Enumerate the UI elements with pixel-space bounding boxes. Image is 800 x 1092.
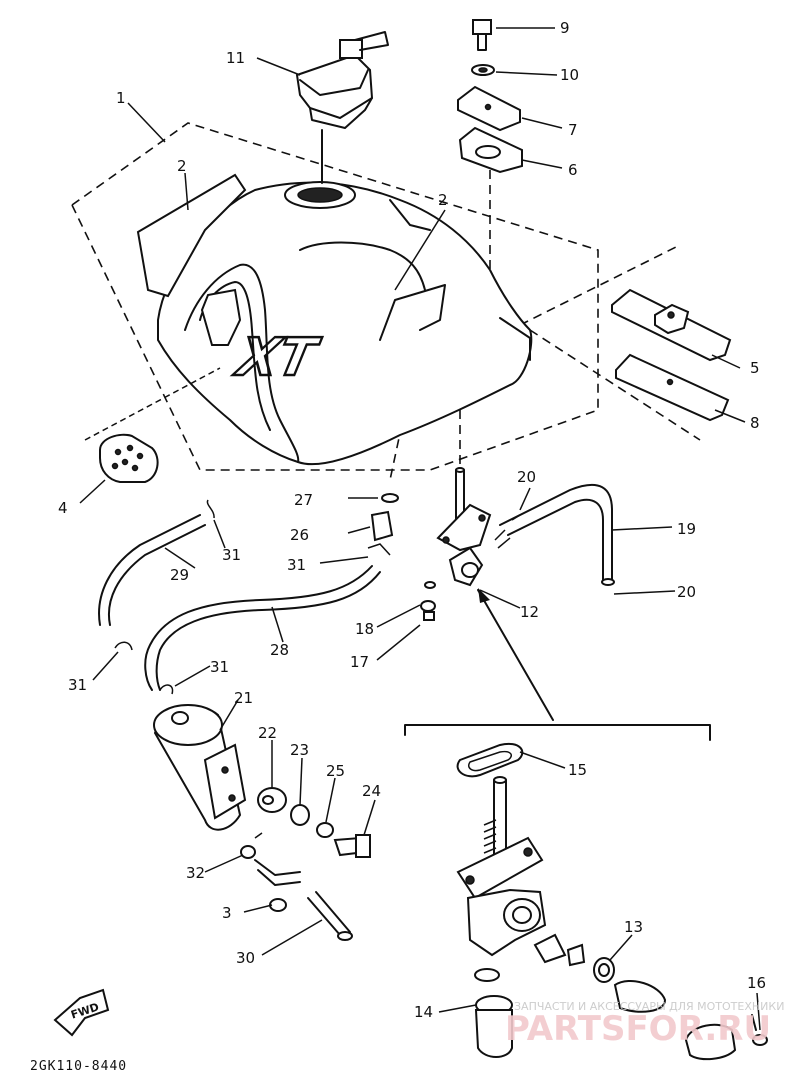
forward-direction-indicator: FWD <box>53 988 110 1037</box>
watermark: ЗАПЧАСТИ И АКСЕССУАРЫ ДЛЯ МОТОТЕХНИКИ PA… <box>505 1000 784 1049</box>
part-number-28: 28 <box>270 641 289 659</box>
diagram-code: 2GK110-8440 <box>30 1059 127 1074</box>
tank-logo: XT <box>230 328 325 388</box>
part-number-15: 15 <box>568 761 587 779</box>
fuel-cock-detail <box>456 742 768 1061</box>
part-number-4: 4 <box>58 499 68 517</box>
part-number-3: 3 <box>222 904 232 922</box>
rear-mount-hardware <box>457 19 523 174</box>
part-number-32: 32 <box>186 864 205 882</box>
part-number-13: 13 <box>624 918 643 936</box>
tank-cushion <box>84 367 221 483</box>
part-number-21: 21 <box>234 689 253 707</box>
part-number-2-right: 2 <box>438 191 448 209</box>
detail-frame <box>404 724 711 741</box>
part-number-24: 24 <box>362 782 381 800</box>
fuel-cock-small <box>370 467 521 621</box>
part-number-31-c: 31 <box>68 676 87 694</box>
part-number-5: 5 <box>750 359 760 377</box>
part-number-26: 26 <box>290 526 309 544</box>
fuel-tank: XT <box>157 181 533 466</box>
part-number-29: 29 <box>170 566 189 584</box>
part-number-6: 6 <box>568 161 578 179</box>
part-number-12: 12 <box>520 603 539 621</box>
part-number-8: 8 <box>750 414 760 432</box>
part-number-19: 19 <box>677 520 696 538</box>
part-number-11: 11 <box>226 49 245 67</box>
detail-arrowhead <box>478 588 490 603</box>
part-number-2-left: 2 <box>177 157 187 175</box>
part-number-7: 7 <box>568 121 578 139</box>
tank-brackets <box>611 288 732 422</box>
watermark-caption: ЗАПЧАСТИ И АКСЕССУАРЫ ДЛЯ МОТОТЕХНИКИ <box>514 1000 784 1013</box>
watermark-brand: PARTSFOR.RU <box>505 1009 771 1049</box>
part-number-25: 25 <box>326 762 345 780</box>
part-number-17: 17 <box>350 653 369 671</box>
detail-arrow <box>477 589 554 721</box>
leader-lines <box>79 27 761 1031</box>
fuel-cap <box>295 31 389 184</box>
part-number-20-top: 20 <box>517 468 536 486</box>
fuel-pump <box>153 704 371 858</box>
part-number-9: 9 <box>560 19 570 37</box>
part-number-31-a: 31 <box>222 546 241 564</box>
side-decal-left <box>136 173 247 298</box>
part-number-30: 30 <box>236 949 255 967</box>
part-number-31-d: 31 <box>210 658 229 676</box>
part-number-14: 14 <box>414 1003 433 1021</box>
hose-clips <box>114 499 391 912</box>
part-number-27: 27 <box>294 491 313 509</box>
part-number-18: 18 <box>355 620 374 638</box>
part-number-16: 16 <box>747 974 766 992</box>
part-number-20-bottom: 20 <box>677 583 696 601</box>
part-number-23: 23 <box>290 741 309 759</box>
part-number-1: 1 <box>116 89 126 107</box>
fuel-hoses <box>98 483 615 941</box>
part-number-22: 22 <box>258 724 277 742</box>
part-numbers: 1 2 2 3 4 5 6 7 8 9 10 11 12 13 14 15 16… <box>58 19 766 1021</box>
part-number-10: 10 <box>560 66 579 84</box>
part-number-31-b: 31 <box>287 556 306 574</box>
